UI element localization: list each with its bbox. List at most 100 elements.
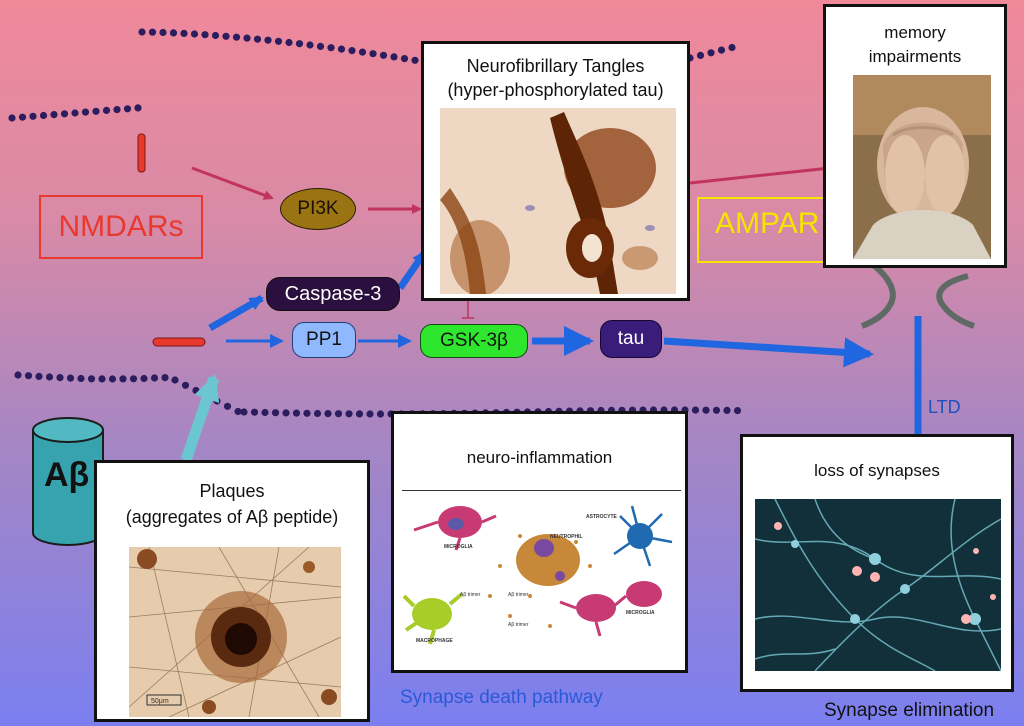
membrane-bead [324,410,332,418]
inflammation-label-4: MACROPHAGE [416,638,453,644]
membrane-bead [161,374,169,382]
pi3k-node: PI3K [280,188,356,230]
memory-title-line1: memory [884,23,946,42]
memory-panel: memory impairments [823,4,1007,268]
membrane-bead [140,374,148,383]
postsynaptic-bracket-left [860,261,896,329]
membrane-bead [702,406,710,414]
inflammation-label-3: ASTROCYTE [586,514,618,520]
abeta-receptor-mark [152,337,206,347]
inflammation-panel: neuro-inflammation MICROGLIA [391,411,688,673]
membrane-bead [169,29,178,37]
membrane-bead [192,386,200,395]
membrane-bead [282,409,290,417]
arrow-caspase-to-tangles [397,250,428,290]
membrane-bead [181,381,190,389]
membrane-bead [113,106,121,114]
membrane-bead [295,40,304,48]
tangles-panel: Neurofibrillary Tangles (hyper-phosphory… [421,41,690,301]
membrane-bead [691,406,700,414]
membrane-bead [159,28,167,37]
line-tangles-to-memory [689,166,831,185]
membrane-bead [696,51,705,60]
plaques-scale-bar: 50μm [151,698,169,705]
arrow-tau-to-synapse [663,337,874,368]
membrane-bead [180,29,188,37]
inflammation-schematic: MICROGLIA NEUTROPHIL ASTROCYTE MACROPHAG… [400,496,685,662]
tangles-title-line1: Neurofibrillary Tangles [466,56,645,76]
membrane-bead [39,111,48,120]
membrane-bead [264,36,272,44]
membrane-bead [8,114,16,122]
inflammation-label-2: NEUTROPHIL [550,534,583,540]
membrane-bead [250,408,259,416]
membrane-bead [355,410,364,418]
abeta-cylinder [32,417,104,546]
membrane-bead [71,109,79,117]
arrow-nmdar-to-pi3k [191,166,274,200]
membrane-bead [376,410,385,418]
caspase3-node: Caspase-3 [266,277,400,311]
membrane-bead [723,406,731,414]
membrane-bead [45,373,54,381]
membrane-bead [66,374,75,382]
membrane-bead [274,37,283,45]
membrane-bead [733,407,742,415]
membrane-bead [728,43,736,52]
membrane-bead [240,408,248,416]
membrane-bead [150,374,159,382]
synapses-title: loss of synapses [814,461,940,480]
ampar-box: AMPAR [697,197,837,263]
membrane-bead [108,375,117,383]
pp1-label: PP1 [306,329,342,350]
plaques-micrograph-image: 50μm [129,547,341,717]
membrane-bead [123,105,132,113]
membrane-bead [102,106,111,114]
membrane-bead [148,28,157,36]
membrane-bead [707,49,715,57]
membrane-bead [223,402,232,410]
membrane-bead [35,372,43,380]
membrane-bead [50,111,58,119]
membrane-bead [261,408,269,417]
synapses-panel: loss of synapses [740,434,1014,692]
abeta-label: Aβ [44,456,90,494]
membrane-bead [211,31,220,40]
membrane-bead [222,32,230,40]
membrane-bead [134,104,142,112]
membrane-bead [400,55,409,63]
tangles-micrograph-image [440,108,676,294]
membrane-bead [60,110,69,118]
arrow-receptor-to-caspase [208,294,264,332]
membrane-bead [271,409,280,417]
membrane-bead [29,112,37,120]
pp1-node: PP1 [292,322,356,358]
gsk3b-label: GSK-3β [440,330,508,351]
memory-person-photo [853,75,991,259]
membrane-bead [24,372,33,380]
membrane-bead [234,407,242,416]
inflammation-label-7: Aβ trimer [508,592,529,598]
synapses-neuron-image [755,499,1001,671]
arrow-plaques-to-receptor [180,374,220,462]
membrane-bead [56,374,64,382]
membrane-bead [77,374,85,383]
membrane-bead [81,108,90,116]
plaques-title-line1: Plaques [199,481,265,501]
nmdars-label: NMDARs [58,210,184,243]
nmdar-channel-mark [137,133,146,173]
membrane-bead [253,35,262,43]
membrane-bead [285,38,293,47]
membrane-bead [87,375,96,383]
membrane-bead [358,48,367,56]
tangles-title-line2: (hyper-phosphorylated tau) [447,80,664,100]
membrane-bead [313,409,322,418]
postsynaptic-bracket-right [936,273,975,329]
membrane-bead [717,46,726,54]
tau-label: tau [617,328,645,349]
membrane-bead [316,42,325,51]
plaques-title-line2: (aggregates of Aβ peptide) [125,507,339,527]
memory-title-line2: impairments [868,47,962,66]
membrane-bead [379,51,388,59]
membrane-bead [303,409,311,417]
